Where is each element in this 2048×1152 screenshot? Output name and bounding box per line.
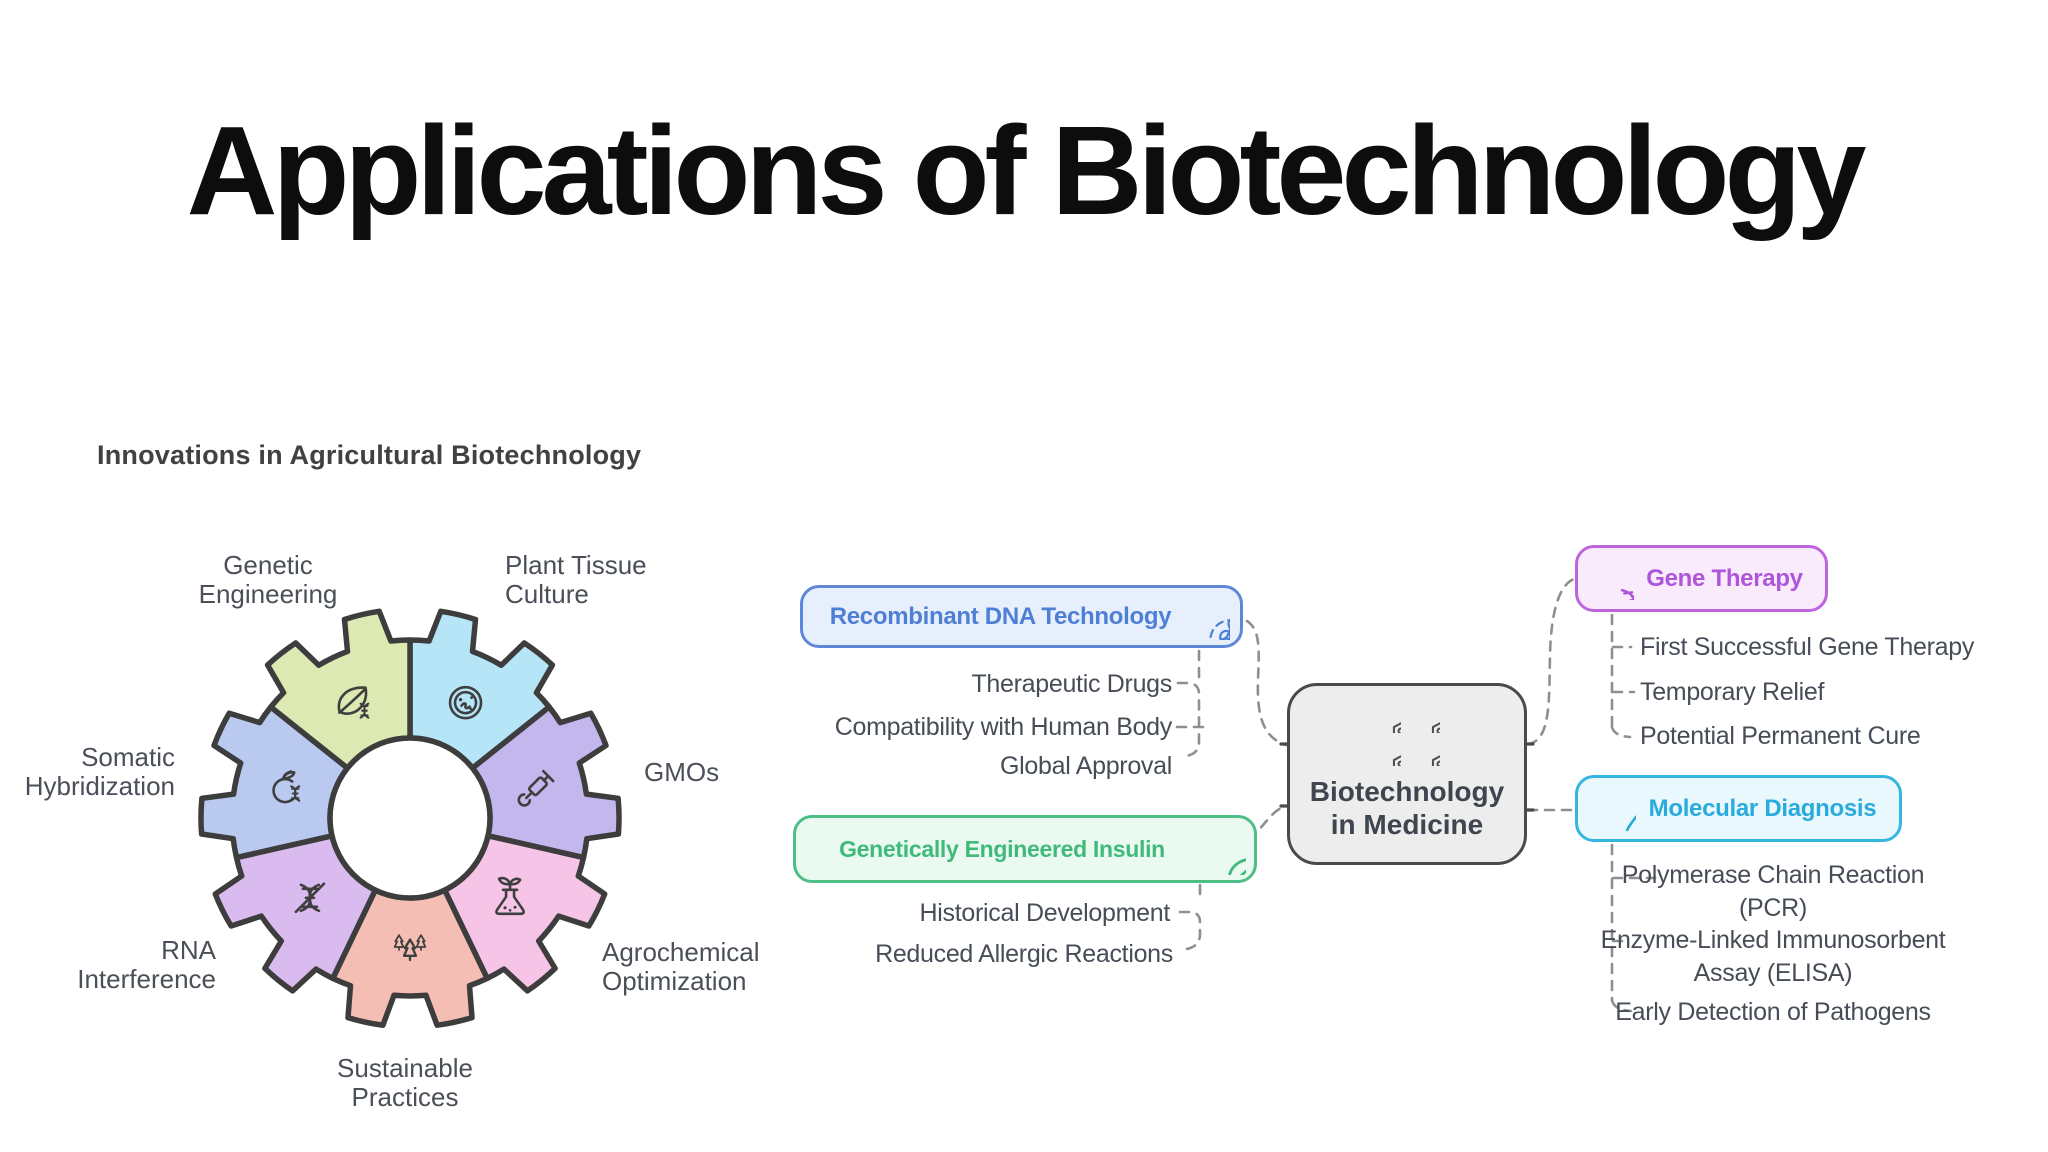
droplet-dna-icon: [1591, 786, 1636, 831]
dna-slash-icon: [294, 882, 326, 914]
gear-label-gmos: GMOs: [644, 757, 720, 787]
apple-dna-icon: [272, 770, 301, 804]
center-node-line2: in Medicine: [1330, 809, 1484, 840]
subitem-historical-development: Historical Development: [919, 899, 1171, 927]
gear-segment-rna-interference: [212, 833, 379, 994]
gear-label-rna-interference: RNA Interference: [77, 935, 216, 994]
subitem-pcr: Polymerase Chain Reaction (PCR): [1621, 861, 1925, 922]
gear-segment-genetic-engineering: [264, 608, 413, 771]
gear-segment-gmos: [469, 704, 622, 861]
agriculture-heading: Innovations in Agricultural Biotechnolog…: [97, 440, 642, 470]
phage-icon: [1375, 707, 1401, 733]
phage-icon: [1375, 740, 1401, 766]
branch-gene-therapy: Gene Therapy: [1575, 545, 1828, 612]
subitem-potential-permanent-cure: Potential Permanent Cure: [1640, 722, 1921, 750]
subitem-global-approval: Global Approval: [999, 752, 1172, 780]
branch-recombinant-dna: Recombinant DNA Technology: [800, 585, 1243, 648]
page-title: Applications of Biotechnology: [186, 100, 1867, 241]
pine-trees-icon: [393, 933, 427, 962]
subitem-reduced-allergic-reactions: Reduced Allergic Reactions: [875, 940, 1173, 968]
gear-hub: [327, 735, 493, 901]
branch-gene-therapy-label: Gene Therapy: [1646, 564, 1803, 592]
phage-icon: [1414, 740, 1440, 766]
leaf-dna-icon: [337, 686, 370, 719]
flask-sprout-icon: [495, 876, 525, 916]
branch-recombinant-dna-label: Recombinant DNA Technology: [829, 602, 1172, 630]
center-node-line1: Biotechnology: [1309, 776, 1505, 807]
gear-segment-somatic-hybridization: [198, 704, 351, 861]
gear-label-sustainable-practices: Sustainable Practices: [337, 1053, 473, 1112]
connector-historical-elbow: [1178, 910, 1202, 951]
gear-segment-sustainable-practices: [330, 887, 490, 1028]
syringe-icon: [514, 769, 555, 811]
subitem-temporary-relief: Temporary Relief: [1640, 678, 1825, 706]
agriculture-gear: [198, 608, 622, 1028]
gear-label-genetic-engineering: Genetic Engineering: [198, 550, 338, 609]
petri-dish-icon: [448, 685, 483, 720]
gear-segment-agrochemical-optimization: [441, 833, 608, 994]
connector-center-to-gene-therapy: [1526, 577, 1576, 746]
branch-genetically-engineered-insulin: Genetically Engineered Insulin: [793, 815, 1257, 883]
gear-label-somatic-hybridization: Somatic Hybridization: [24, 742, 175, 801]
gear-label-plant-tissue-culture: Plant Tissue Culture: [505, 550, 647, 609]
dna-helix-icon: [1592, 558, 1634, 600]
subitem-compatibility-human-body: Compatibility with Human Body: [834, 713, 1173, 741]
leaf-dna-icon: [1194, 823, 1246, 875]
branch-molecular-diagnosis: Molecular Diagnosis: [1575, 775, 1902, 842]
center-node-biotechnology-in-medicine: Biotechnology in Medicine: [1287, 683, 1527, 865]
gear-label-agrochemical-optimization: Agrochemical Optimization: [602, 937, 760, 996]
branch-molecular-diagnosis-label: Molecular Diagnosis: [1648, 794, 1877, 822]
subitem-elisa: Enzyme-Linked Immunosorbent Assay (ELISA…: [1600, 926, 1946, 987]
connector-therapeutic-elbow: [1176, 681, 1201, 758]
gear-segment-plant-tissue-culture: [407, 608, 556, 771]
phage-icon-grid: [1375, 707, 1440, 766]
subitem-therapeutic-drugs: Therapeutic Drugs: [971, 670, 1172, 698]
connector-potential-curve: [1610, 725, 1632, 739]
connector-recombinant-to-center: [1245, 619, 1288, 747]
branch-insulin-label: Genetically Engineered Insulin: [839, 835, 1165, 862]
subitem-early-detection-pathogens: Early Detection of Pathogens: [1615, 998, 1931, 1026]
wheat-icon: [1184, 594, 1230, 640]
phage-icon: [1414, 707, 1440, 733]
subitem-first-successful-gene-therapy: First Successful Gene Therapy: [1640, 633, 1975, 661]
